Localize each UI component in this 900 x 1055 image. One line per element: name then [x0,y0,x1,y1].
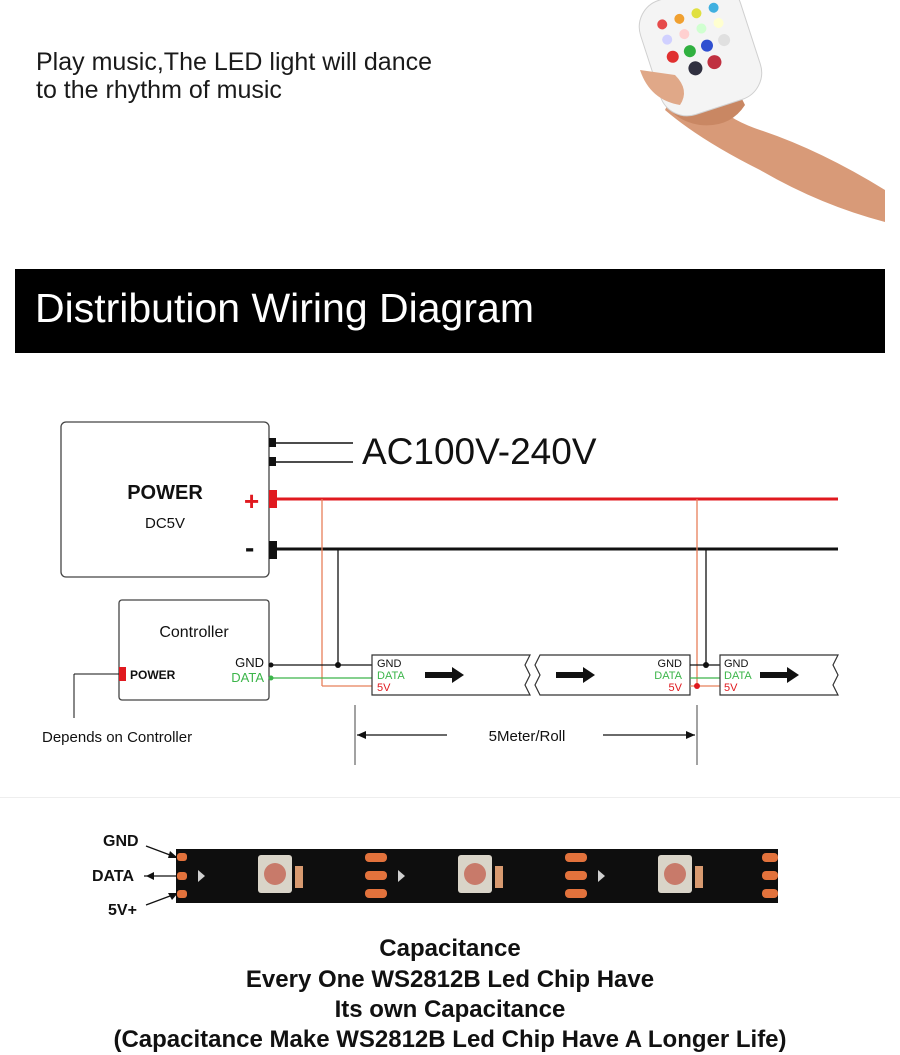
hand-remote-image [638,0,885,222]
strip1-data: DATA [377,670,405,682]
led-chip-2 [458,855,503,893]
section-banner: Distribution Wiring Diagram [15,269,885,353]
section-divider [0,797,900,798]
led-strip-image: GND DATA 5V+ [92,833,778,919]
caption-line-1: Capacitance [379,935,521,962]
caption-line-3: Its own Capacitance [334,996,566,1023]
strip-5v-label: 5V+ [108,902,137,919]
strip2-gnd: GND [658,658,683,670]
led-chip-1 [258,855,303,893]
strip1-5v: 5V [377,682,391,694]
controller-box [118,599,270,701]
caption-line-2: Every One WS2812B Led Chip Have [245,966,655,993]
strip-data-label: DATA [92,868,135,885]
strip2-5v: 5V [669,682,683,694]
plus-terminal [269,490,277,508]
roll-length-label: 5Meter/Roll [489,728,566,745]
strip-gnd-label: GND [103,833,139,850]
controller-gnd-label: GND [235,655,264,670]
strip2-data: DATA [654,670,682,682]
minus-terminal [269,541,277,559]
strip1-arrow [425,667,464,683]
cut-pads-3 [762,853,778,898]
controller-data-label: DATA [231,670,264,685]
power-supply-title: POWER [127,482,203,504]
section-title: Distribution Wiring Diagram [35,285,534,331]
strip2-arrow [556,667,595,683]
plus-sign: + [244,486,259,516]
ac-voltage-label: AC100V-240V [362,431,597,472]
intro-line-2: to the rhythm of music [36,76,282,104]
ac-terminal-1 [269,438,276,447]
strip1-gnd: GND [377,658,402,670]
caption-line-4: (Capacitance Make WS2812B Led Chip Have … [113,1026,787,1053]
led-chip-3 [658,855,703,893]
strip-segment-2 [534,654,691,696]
controller-power-label: POWER [130,668,176,682]
power-supply-voltage: DC5V [145,515,185,532]
cut-pads-2 [565,853,587,898]
wiring-diagram: POWER DC5V AC100V-240V + - Controller PO… [42,421,839,765]
cut-pads-1 [365,853,387,898]
depends-on-controller-label: Depends on Controller [42,729,192,746]
strip3-gnd: GND [724,658,749,670]
controller-power-terminal [119,667,126,681]
minus-sign: - [245,532,254,563]
ac-terminal-2 [269,457,276,466]
strip3-data: DATA [724,670,752,682]
strip3-5v: 5V [724,682,738,694]
intro-text: Play music,The LED light will dance to t… [36,48,432,104]
controller-title: Controller [159,624,229,641]
strip3-arrow [760,667,799,683]
intro-line-1: Play music,The LED light will dance [36,48,432,76]
